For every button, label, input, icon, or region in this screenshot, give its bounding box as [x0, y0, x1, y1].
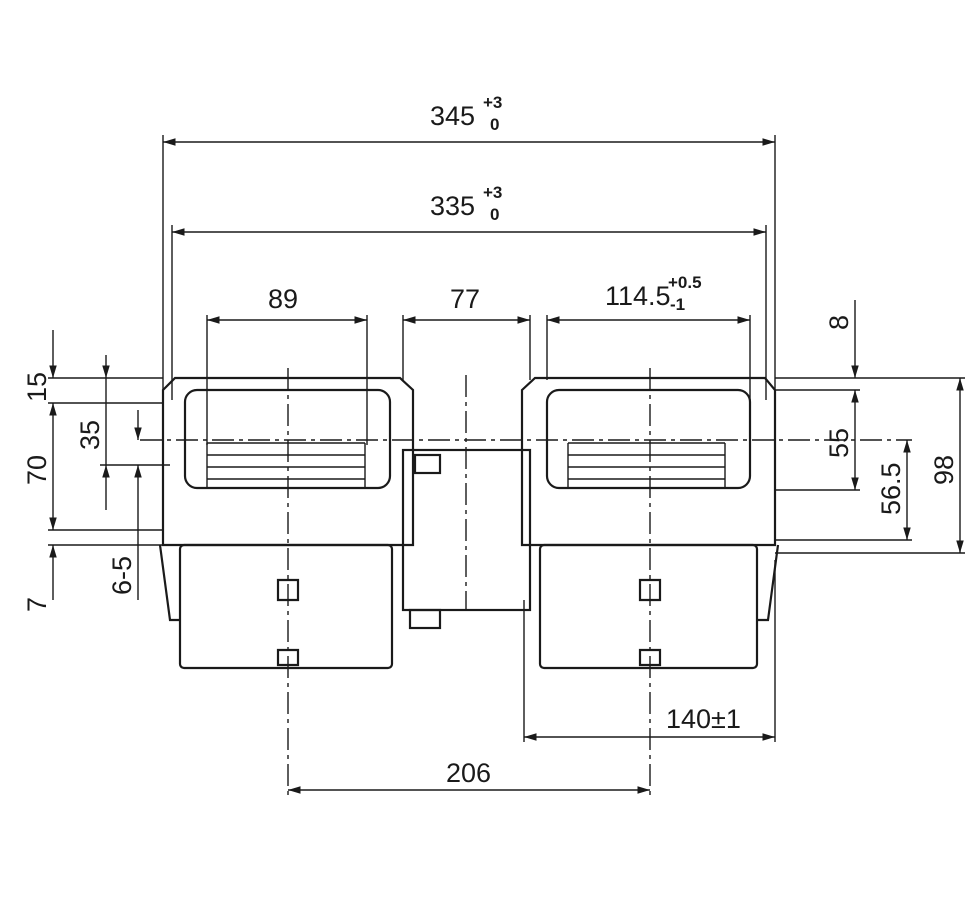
right-housing	[520, 376, 780, 670]
dim-77: 77	[450, 284, 480, 314]
dim-335-value: 335	[430, 191, 475, 221]
dim-56-5: 56.5	[876, 462, 906, 515]
dim-335-lower-tol: 0	[490, 205, 499, 224]
dim-114-5-upper-tol: +0.5	[668, 273, 702, 292]
dim-114-5-value: 114.5	[605, 281, 671, 311]
dimension-lines	[49, 138, 964, 794]
dim-345-lower-tol: 0	[490, 115, 499, 134]
dim-70: 70	[22, 455, 52, 485]
dim-345-value: 345	[430, 101, 475, 131]
dim-6-5: 6-5	[107, 556, 137, 595]
left-housing	[158, 376, 415, 670]
dim-89: 89	[268, 284, 298, 314]
dim-8: 8	[824, 315, 854, 330]
dim-35: 35	[75, 420, 105, 450]
dim-55: 55	[824, 428, 854, 458]
center-lines	[140, 368, 912, 795]
dim-335-upper-tol: +3	[483, 183, 502, 202]
dim-15: 15	[22, 372, 52, 402]
dim-140: 140±1	[666, 704, 741, 734]
center-motor	[401, 448, 532, 630]
dim-7: 7	[22, 597, 52, 612]
dim-206: 206	[446, 758, 491, 788]
extension-lines	[48, 135, 965, 742]
dim-345-upper-tol: +3	[483, 93, 502, 112]
dim-114-5-lower-tol: -1	[670, 295, 685, 314]
dim-98: 98	[929, 455, 959, 485]
